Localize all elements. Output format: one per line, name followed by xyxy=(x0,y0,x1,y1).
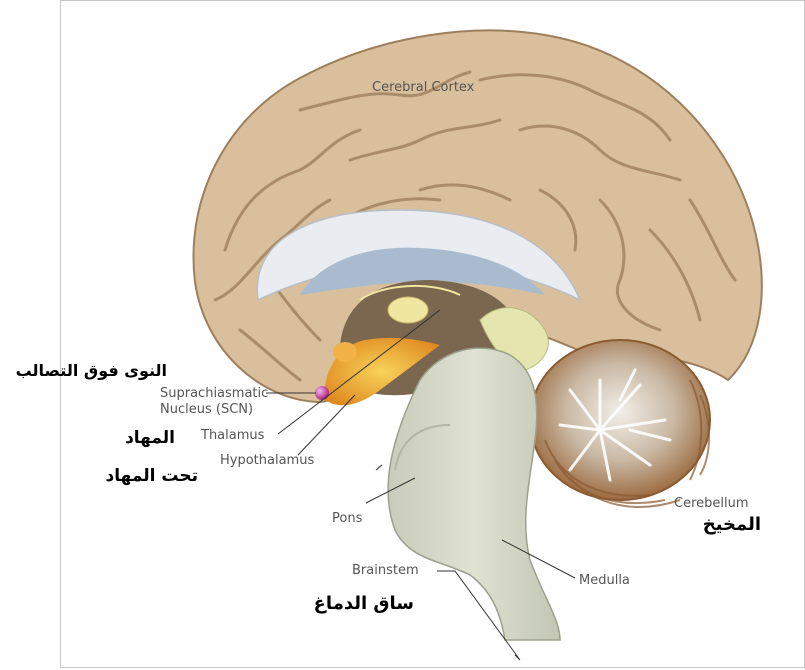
arabic-label-cerebellum: المخيخ xyxy=(703,516,761,534)
label-scn-line1: Suprachiasmatic xyxy=(160,386,268,401)
arabic-label-brainstem: ساق الدماغ xyxy=(314,595,414,613)
label-brainstem: Brainstem xyxy=(352,563,419,578)
label-cerebral-cortex: Cerebral Cortex xyxy=(372,80,474,95)
thalamus-shape xyxy=(388,297,428,323)
mammillary-shape xyxy=(333,342,357,362)
arabic-label-hypothalamus: تحت المهاد xyxy=(106,467,199,485)
label-cerebellum: Cerebellum xyxy=(674,496,749,511)
label-scn-line2: Nucleus (SCN) xyxy=(160,402,253,417)
cerebellum-shape xyxy=(530,340,710,500)
label-thalamus: Thalamus xyxy=(201,428,264,443)
label-hypothalamus: Hypothalamus xyxy=(220,453,314,468)
label-pons: Pons xyxy=(332,511,362,526)
arabic-label-scn: النوى فوق التصالب xyxy=(16,362,167,380)
scn-dot xyxy=(315,386,329,400)
label-medulla: Medulla xyxy=(579,573,630,588)
arabic-label-thalamus: المهاد xyxy=(125,429,175,447)
